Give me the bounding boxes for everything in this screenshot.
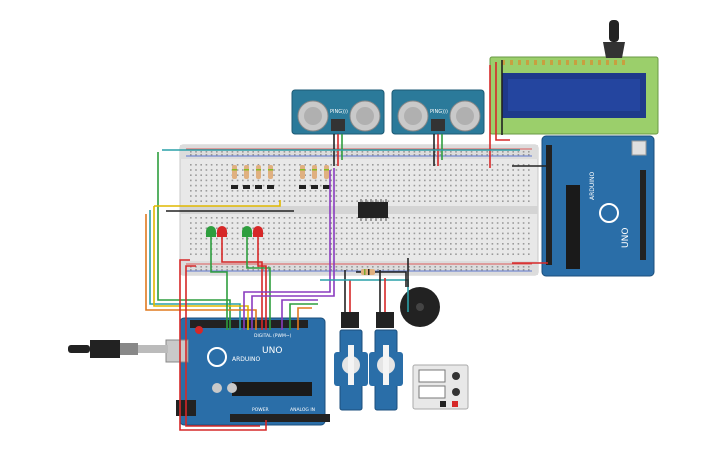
lcd-pins — [502, 60, 625, 65]
ic-chip — [358, 199, 388, 221]
power-label: POWER — [252, 407, 269, 413]
sensor-2-brand: PING))) — [430, 109, 448, 115]
main-logo: ARDUINO — [232, 356, 261, 363]
servo-motor-2[interactable] — [369, 312, 403, 411]
potentiometer[interactable] — [603, 20, 625, 58]
resistor-array — [231, 165, 330, 189]
digital-label: DIGITAL (PWM~) — [254, 333, 292, 339]
led-green-1[interactable] — [206, 226, 216, 237]
led-green-2[interactable] — [242, 226, 252, 237]
wires — [145, 149, 520, 431]
ultrasonic-sensor-2[interactable]: PING))) — [391, 89, 485, 135]
ultrasonic-sensor-1[interactable]: PING))) — [291, 89, 385, 135]
lcd-display[interactable] — [489, 56, 659, 135]
lcd-power-wires — [489, 60, 510, 168]
led-red-1[interactable] — [217, 226, 227, 237]
led-red-2[interactable] — [253, 226, 263, 237]
breadboard-holes — [190, 151, 530, 271]
arduino-uno-main[interactable]: ARDUINO UNO DIGITAL (PWM~) POWER ANALOG … — [165, 317, 330, 426]
side-logo: ARDUINO — [589, 171, 596, 200]
resistor-buzzer — [361, 269, 375, 275]
analog-label: ANALOG IN — [290, 407, 315, 413]
sensor-1-brand: PING))) — [330, 109, 348, 115]
side-model: UNO — [621, 228, 631, 248]
piezo-buzzer-icon[interactable] — [400, 287, 440, 327]
side-arduino-wires — [512, 165, 548, 264]
arduino-uno-side[interactable]: ARDUINO UNO — [541, 135, 655, 277]
servo-motor-1[interactable] — [334, 312, 368, 411]
power-supply-icon[interactable] — [412, 364, 469, 410]
main-model: UNO — [262, 346, 282, 356]
usb-cable-icon[interactable] — [68, 340, 168, 358]
